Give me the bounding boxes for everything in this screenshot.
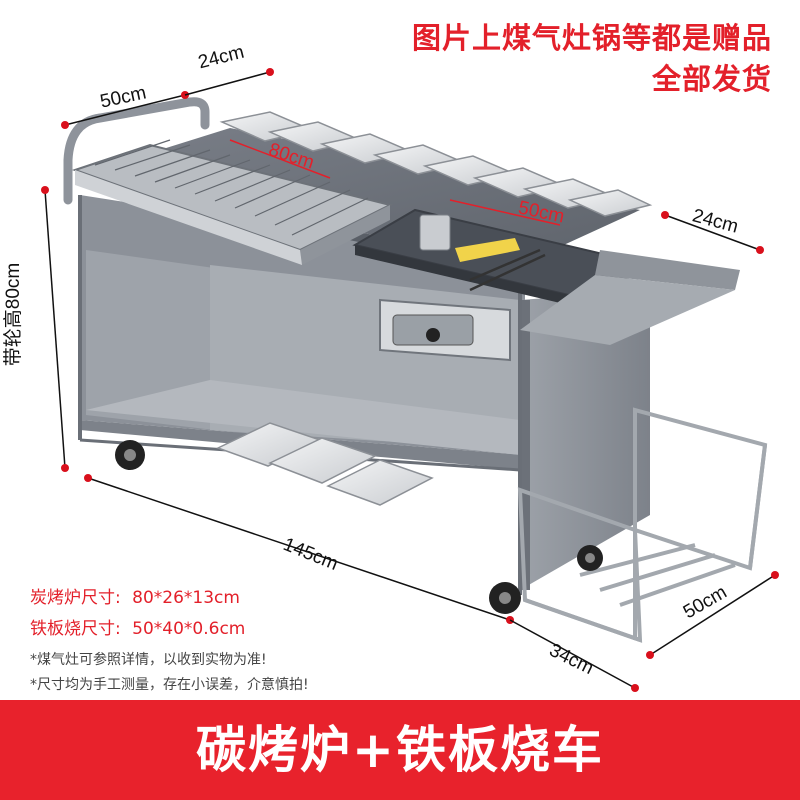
headline-gift-notice: 图片上煤气灶锅等都是赠品 [411,21,772,55]
product-banner: 碳烤炉+铁板烧车 [0,700,800,800]
wheels [115,440,603,614]
bottom-trays [216,422,434,506]
side-rack [517,407,768,643]
note-measurement: *尺寸均为手工测量，存在小误差，介意慎拍! [30,677,309,693]
spec-charcoal-grill: 炭烤炉尺寸: 80*26*13cm [30,590,240,607]
tongs-icon [469,248,546,292]
gas-stove [379,298,511,362]
cup-icon [419,214,451,251]
dim-height-with-wheels: 带轮高80cm [3,262,25,367]
spatula-icon [455,238,520,262]
top-trays [219,111,653,217]
dimension-lines [41,68,779,692]
headline-ship-all: 全部发货 [651,62,772,96]
grill-dim-line [229,139,561,226]
spec-griddle-value: 50*40*0.6cm [132,619,246,639]
charcoal-grill [71,139,393,265]
handle-bar [63,97,210,205]
note-gas-stove: *煤气灶可参照详情，以收到实物为准! [30,652,267,668]
product-title: 碳烤炉+铁板烧车 [196,721,604,779]
spec-charcoal-grill-label: 炭烤炉尺寸: [30,588,121,608]
side-shelf [595,250,740,290]
spec-griddle: 铁板烧尺寸: 50*40*0.6cm [30,621,245,638]
spec-griddle-label: 铁板烧尺寸: [30,619,121,639]
spec-charcoal-grill-value: 80*26*13cm [132,588,240,608]
